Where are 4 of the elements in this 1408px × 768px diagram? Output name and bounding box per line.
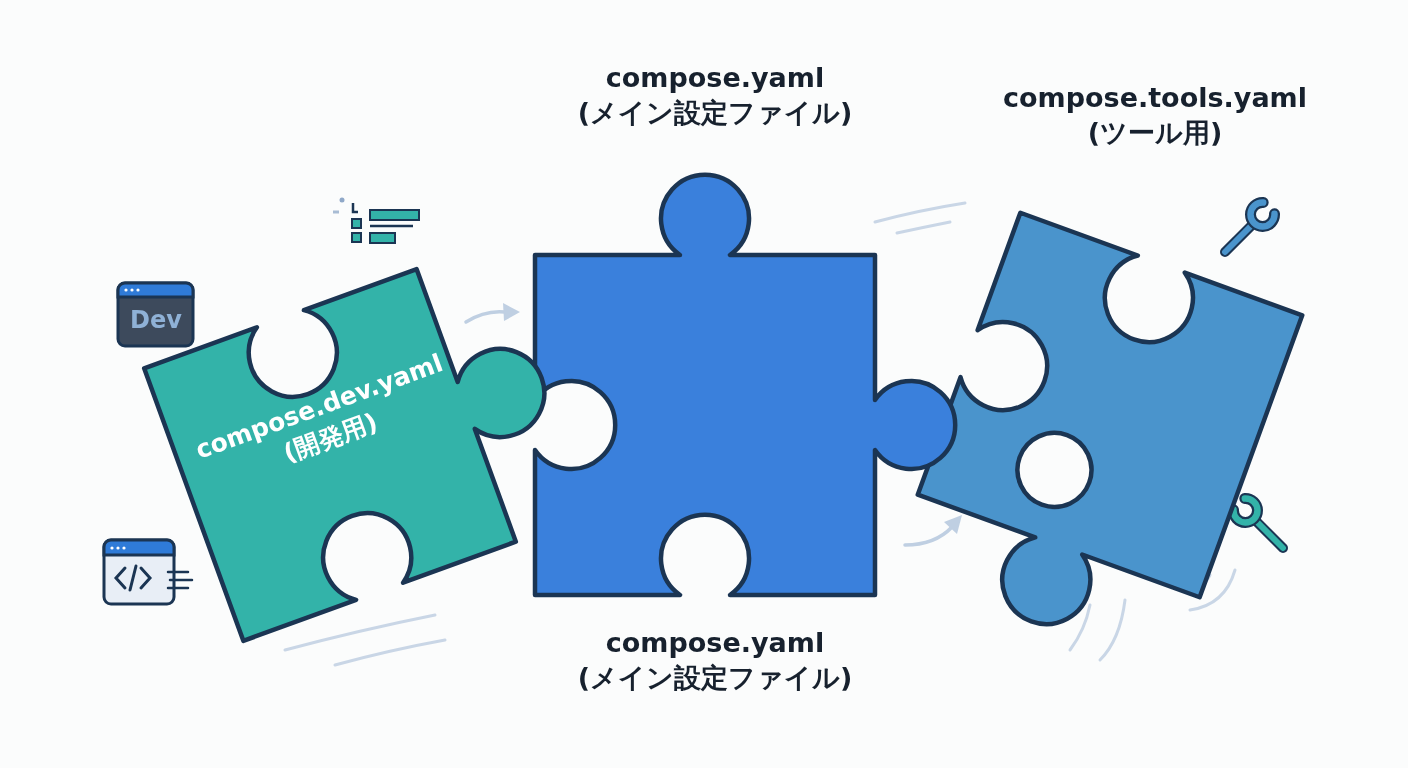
file-name-label: compose.yaml (メイン設定ファイル) <box>577 61 853 131</box>
file-name-label: compose.tools.yaml (ツール用) <box>1003 81 1307 151</box>
file-name-label: compose.yaml (メイン設定ファイル) <box>577 626 853 696</box>
window-label: Dev <box>130 306 182 334</box>
